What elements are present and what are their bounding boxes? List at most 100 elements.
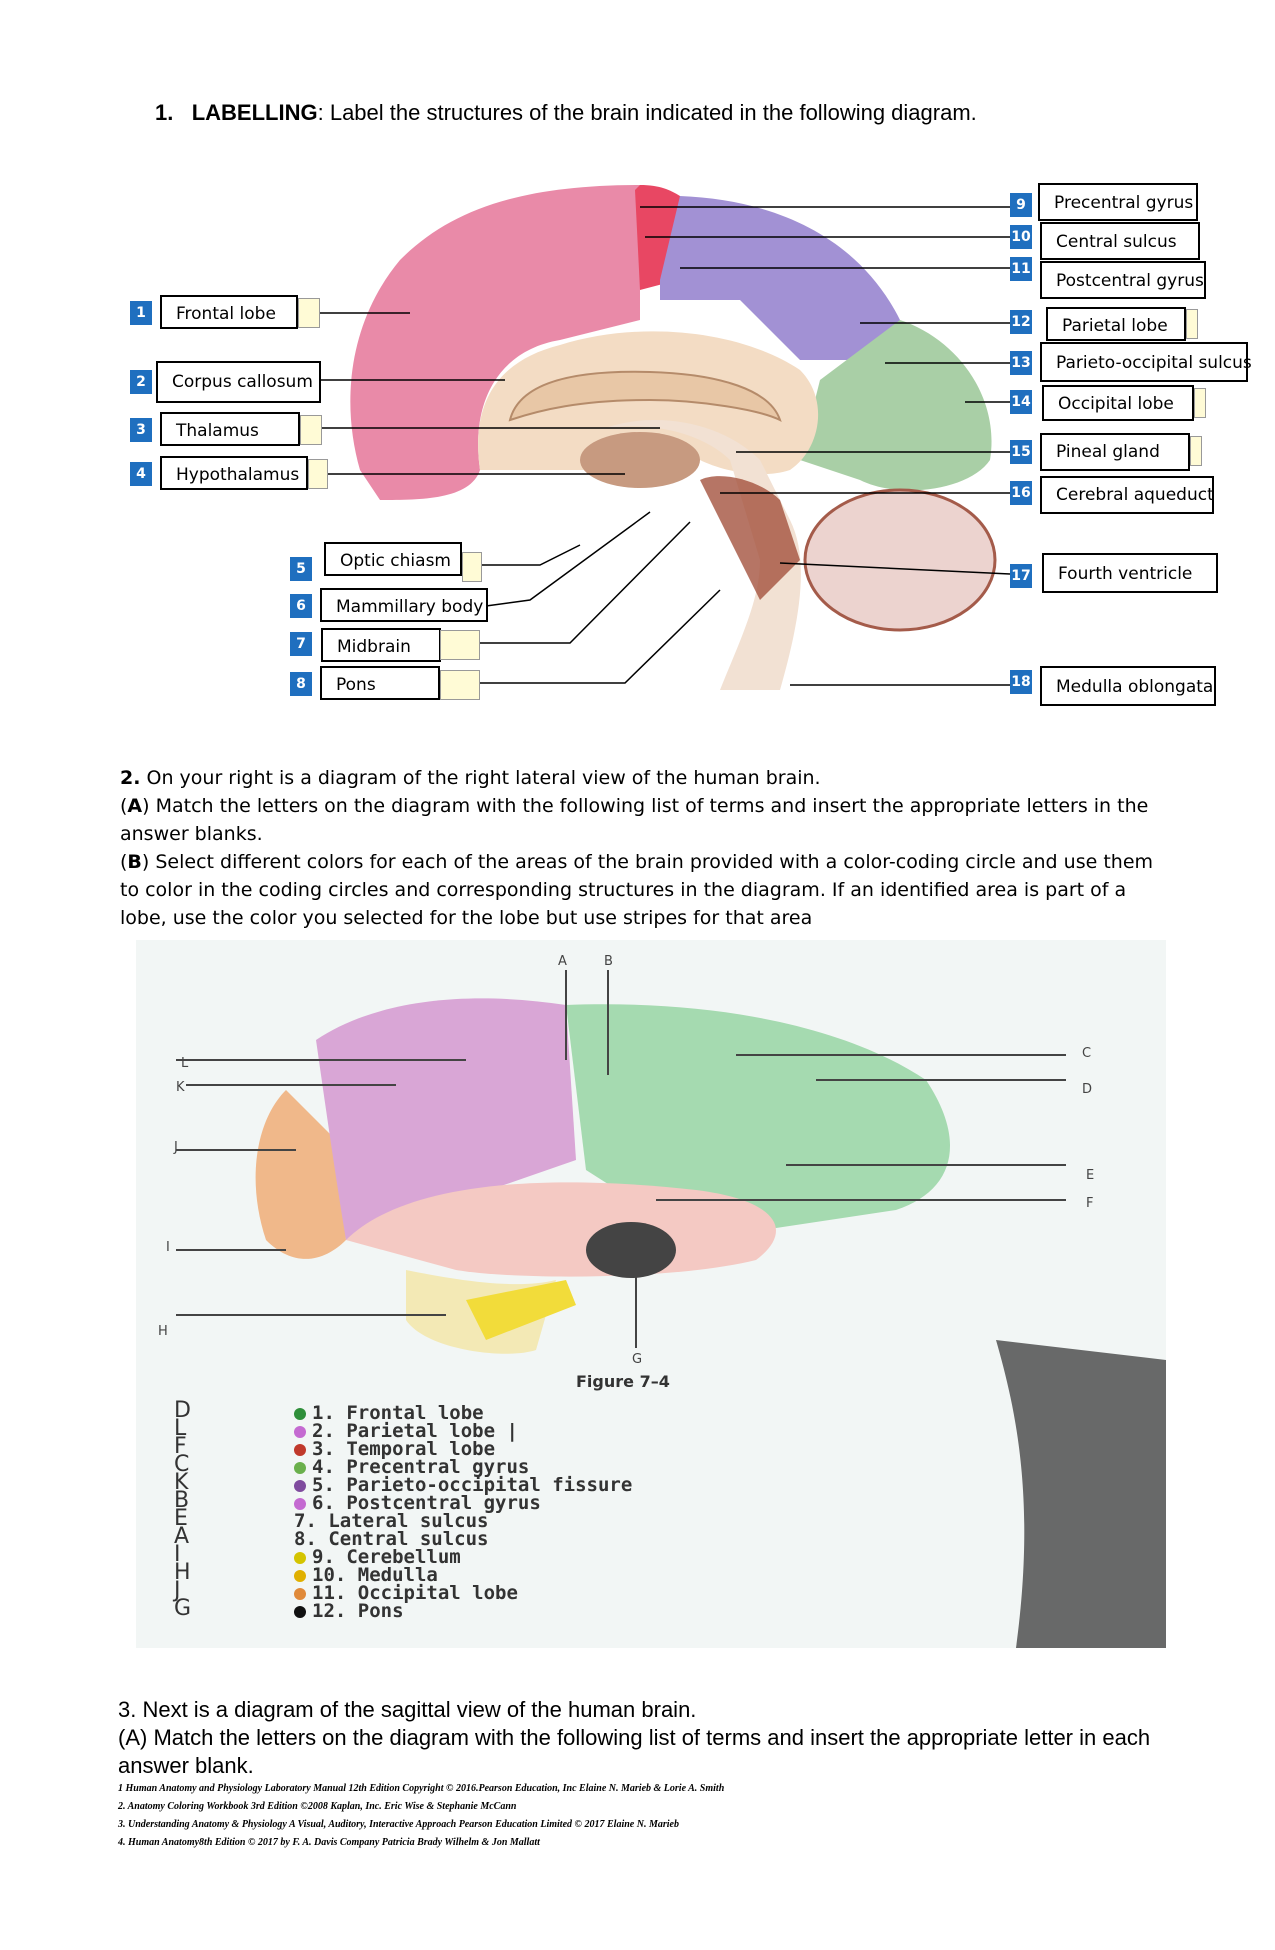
answer-box-7[interactable]: [440, 630, 480, 660]
label-occipital-lobe: Occipital lobe: [1042, 385, 1194, 421]
label-number-10: 10: [1010, 225, 1032, 249]
term-item: 6. Postcentral gyrus: [294, 1492, 541, 1514]
term-item: 10. Medulla: [294, 1564, 438, 1586]
handwritten-answer[interactable]: L: [174, 1416, 187, 1441]
answer-box-14[interactable]: [1194, 388, 1206, 418]
answer-box-8[interactable]: [440, 670, 480, 700]
lateral-brain-drawing: [176, 970, 1166, 1648]
medial-surface: [478, 331, 819, 475]
handwritten-answer[interactable]: G: [174, 1596, 192, 1621]
label-number-12: 12: [1010, 310, 1032, 334]
term-item: 5. Parieto-occipital fissure: [294, 1474, 632, 1496]
q2-b-tag: B: [127, 851, 142, 873]
handwritten-answer[interactable]: J: [174, 1578, 181, 1603]
term-item: 4. Precentral gyrus: [294, 1456, 529, 1478]
answer-box-5[interactable]: [462, 552, 482, 582]
label-postcentral-gyrus: Postcentral gyrus: [1040, 261, 1206, 299]
sagittal-brain-diagram: [300, 185, 1011, 690]
references: 1 Human Anatomy and Physiology Laborator…: [118, 1780, 724, 1852]
label-optic-chiasm: Optic chiasm: [324, 542, 462, 576]
label-thalamus: Thalamus: [160, 412, 300, 446]
label-mammillary-body: Mammillary body: [320, 588, 488, 622]
label-number-6: 6: [290, 594, 312, 618]
handwritten-answer[interactable]: F: [174, 1434, 187, 1459]
handwritten-answer[interactable]: K: [174, 1470, 189, 1495]
label-number-9: 9: [1010, 193, 1032, 217]
q2-a-tag: A: [127, 795, 143, 817]
q2-number: 2.: [120, 767, 141, 789]
label-number-18: 18: [1010, 670, 1032, 694]
term-item: 1. Frontal lobe: [294, 1402, 484, 1424]
answer-box-15[interactable]: [1190, 436, 1202, 466]
term-item: 7. Lateral sulcus: [294, 1510, 489, 1532]
diagram-letter-e: E: [1086, 1168, 1095, 1183]
figure-caption: Figure 7–4: [576, 1372, 670, 1391]
label-number-4: 4: [130, 462, 152, 486]
reference-4: 4. Human Anatomy8th Edition © 2017 by F.…: [118, 1837, 540, 1848]
diagram-letter-j: J: [174, 1140, 178, 1155]
label-number-5: 5: [290, 557, 312, 581]
term-item: 2. Parietal lobe |: [294, 1420, 518, 1442]
answer-box-3[interactable]: [300, 415, 322, 445]
label-precentral-gyrus: Precentral gyrus: [1038, 183, 1198, 221]
q3-intro: 3. Next is a diagram of the sagittal vie…: [118, 1697, 697, 1722]
answer-box-4[interactable]: [308, 459, 328, 489]
handwritten-answer[interactable]: E: [174, 1506, 188, 1531]
label-number-7: 7: [290, 632, 312, 656]
label-frontal-lobe: Frontal lobe: [160, 295, 298, 329]
diagram-letter-b: B: [604, 954, 613, 969]
label-pons: Pons: [320, 666, 440, 700]
label-number-8: 8: [290, 672, 312, 696]
label-number-1: 1: [130, 301, 152, 325]
diagram-letter-c: C: [1082, 1046, 1092, 1061]
label-corpus-callosum: Corpus callosum: [156, 361, 321, 403]
reference-2: 2. Anatomy Coloring Workbook 3rd Edition…: [118, 1801, 517, 1812]
diagram-letter-d: D: [1082, 1082, 1093, 1097]
label-fourth-ventricle: Fourth ventricle: [1042, 553, 1218, 593]
label-parieto-occipital-sulcus: Parieto-occipital sulcus: [1040, 342, 1252, 382]
q2-instructions: 2. On your right is a diagram of the rig…: [120, 767, 1154, 929]
thalamus-shape: [580, 432, 700, 488]
label-number-2: 2: [130, 370, 152, 394]
handwritten-answer[interactable]: B: [174, 1488, 190, 1513]
frontal-lobe-region: [350, 185, 640, 500]
handwritten-answer[interactable]: C: [174, 1452, 190, 1477]
cerebellum-shape: [803, 488, 997, 632]
term-item: 3. Temporal lobe: [294, 1438, 495, 1460]
handwritten-answer[interactable]: I: [174, 1542, 181, 1567]
diagram-letter-k: K: [176, 1080, 185, 1095]
label-cerebral-aqueduct: Cerebral aqueduct: [1040, 476, 1214, 514]
label-central-sulcus: Central sulcus: [1040, 222, 1200, 260]
label-number-15: 15: [1010, 440, 1032, 464]
label-number-13: 13: [1010, 351, 1032, 375]
handwritten-answer[interactable]: D: [174, 1398, 191, 1423]
q1-heading: 1. LABELLING: Label the structures of th…: [155, 100, 977, 126]
diagram-letter-a: A: [558, 954, 567, 969]
answer-box-1[interactable]: [298, 298, 320, 328]
label-medulla-oblongata: Medulla oblongata: [1040, 666, 1216, 706]
term-item: 9. Cerebellum: [294, 1546, 461, 1568]
label-midbrain: Midbrain: [321, 628, 441, 662]
reference-1: 1 Human Anatomy and Physiology Laborator…: [118, 1783, 725, 1794]
label-pineal-gland: Pineal gland: [1040, 433, 1190, 471]
q1-heading-text: LABELLING: [191, 100, 318, 125]
reference-3: 3. Understanding Anatomy & Physiology A …: [118, 1819, 679, 1830]
corpus-callosum-shape: [508, 370, 782, 422]
leader-lines: [300, 206, 1011, 686]
q1-instruction: : Label the structures of the brain indi…: [317, 100, 977, 125]
diagram-letter-f: F: [1086, 1196, 1094, 1211]
label-hypothalamus: Hypothalamus: [160, 456, 308, 490]
diagram-letter-i: I: [166, 1240, 170, 1255]
handwritten-answer[interactable]: A: [174, 1524, 190, 1549]
handwritten-answer[interactable]: H: [174, 1560, 191, 1585]
diagram-letter-g: G: [632, 1352, 643, 1367]
term-item: 11. Occipital lobe: [294, 1582, 518, 1604]
label-parietal-lobe: Parietal lobe: [1046, 307, 1186, 341]
label-number-16: 16: [1010, 481, 1032, 505]
label-number-3: 3: [130, 418, 152, 442]
q2-a-text: Match the letters on the diagram with th…: [120, 795, 1149, 845]
label-number-11: 11: [1010, 257, 1032, 281]
label-number-14: 14: [1010, 390, 1032, 414]
answer-box-12[interactable]: [1186, 309, 1198, 339]
diagram-letter-h: H: [158, 1324, 168, 1339]
